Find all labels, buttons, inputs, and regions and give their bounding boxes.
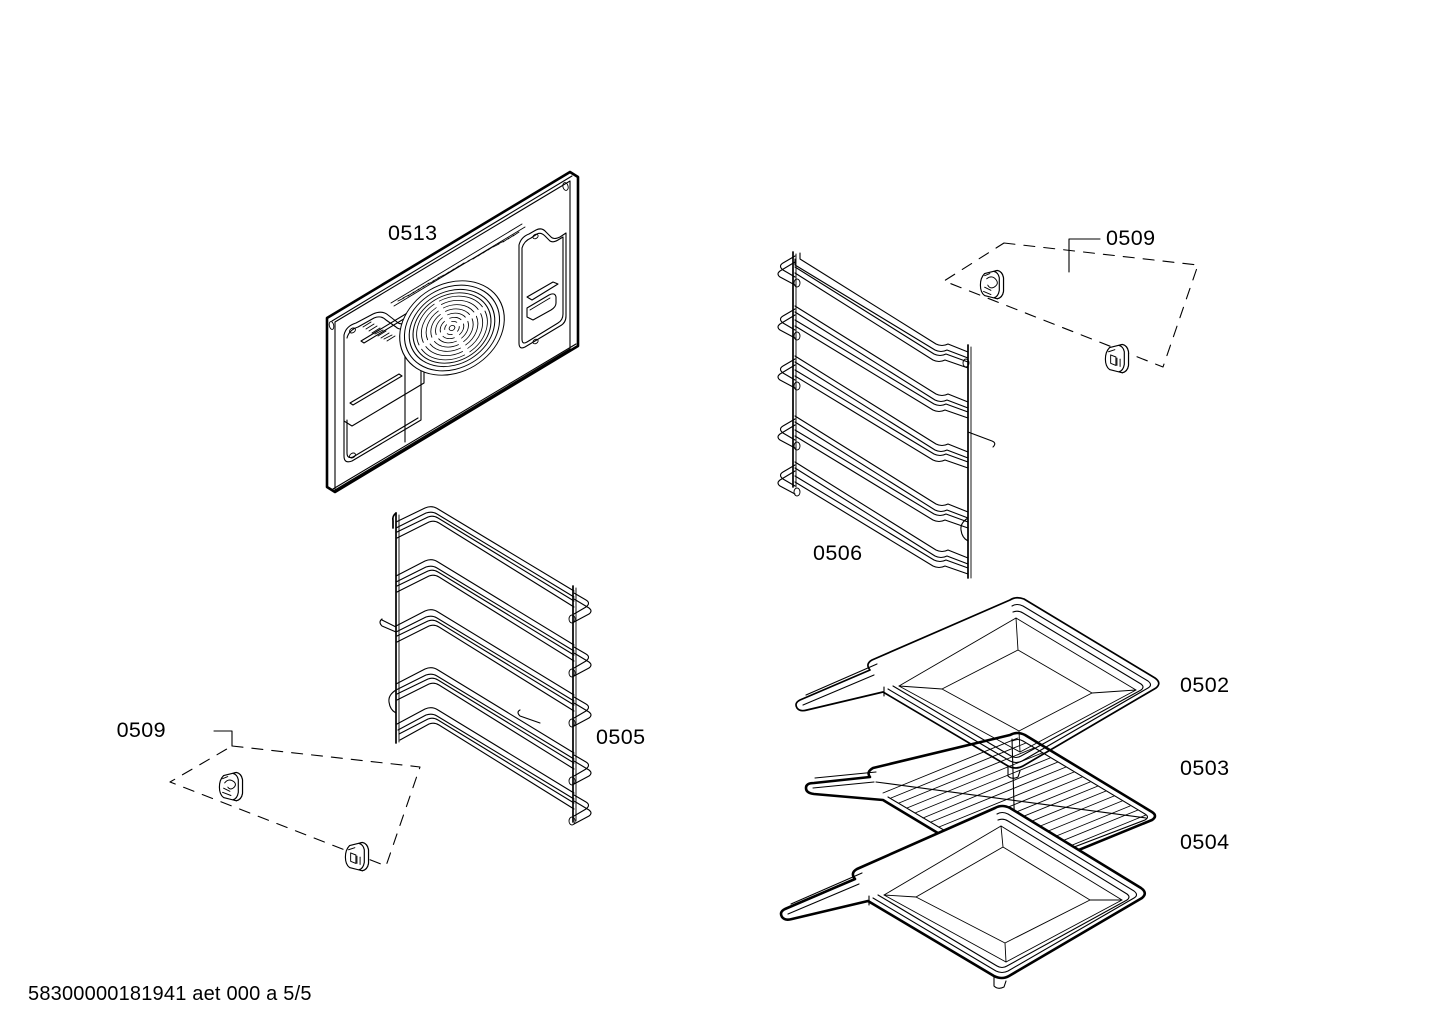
fastener-kit-dashed-box (169, 745, 421, 867)
part-0505-shelf-rail: 0505 (379, 506, 645, 826)
back-panel-face (334, 180, 571, 491)
fastener-grommet-icon (218, 771, 244, 802)
latch-tab-edge (529, 297, 551, 311)
rail2-front-hooks (777, 255, 796, 495)
part-label-0506: 0506 (813, 541, 862, 565)
part-label-0504: 0504 (1180, 830, 1229, 854)
latch-tab-upper (526, 281, 559, 301)
leader-line-0509-right (1068, 238, 1101, 273)
roasting-pan-rim-inner (887, 603, 1152, 764)
part-0506-shelf-rail: 0506 (777, 251, 996, 579)
rail-front-post-lower-bend (388, 689, 397, 714)
roasting-pan-fold-lines (898, 617, 1137, 753)
screw-hole-icon (532, 233, 539, 240)
part-label-0509-right: 0509 (1106, 226, 1155, 250)
rail-rear-hooks (573, 592, 592, 825)
rail-stop-wire-left-edge (381, 619, 397, 628)
roasting-pan-handle-edge (802, 663, 878, 706)
rail-front-post-top-bend (391, 512, 397, 529)
roasting-pan-side-wall (1007, 765, 1021, 779)
part-label-0513: 0513 (388, 221, 437, 245)
louvre-hatch-left (362, 321, 396, 342)
fastener-grommet-icon (344, 841, 370, 872)
back-panel-bottom-edge (332, 343, 577, 490)
fastener-grommet-icon (1104, 343, 1130, 374)
part-0509-left-fastener-kit: 0509 (117, 718, 421, 872)
leader-line-0509-left (213, 730, 233, 747)
back-panel-top-edge (326, 171, 573, 322)
screw-hole-icon (532, 338, 539, 345)
baking-tray-side-wall (993, 975, 1007, 989)
baking-tray-rim-step (877, 818, 1130, 969)
wire-grid-frame (804, 731, 1157, 878)
rail2-rear-nub (962, 358, 970, 368)
part-0504-baking-tray: 0504 (779, 804, 1229, 989)
roasting-pan-rim-step (892, 610, 1144, 759)
screw-hole-icon (349, 452, 356, 459)
back-panel-left-recess-lower-inner (346, 417, 419, 459)
back-panel-right-recess (518, 228, 567, 349)
part-label-0505: 0505 (596, 725, 645, 749)
baking-tray-handle-edge (787, 872, 863, 915)
rail-post-nubs (568, 614, 576, 826)
screw-hole-icon (349, 327, 356, 334)
latch-tab-body (526, 293, 557, 321)
part-label-0509-left: 0509 (117, 718, 166, 742)
part-0513-back-panel: 0513 (325, 170, 580, 494)
fan-grille-icon (399, 280, 505, 376)
rail2-stop-wire (967, 431, 996, 448)
screw-hole-icon (328, 321, 335, 330)
baking-tray-rim-inner (872, 811, 1138, 974)
rail-stop-wire-right (517, 709, 541, 724)
fastener-kit-dashed-box (943, 242, 1199, 368)
wire-grid-handle-edge (812, 771, 877, 789)
rail-level-group (395, 506, 575, 810)
baking-tray-fold-lines (883, 825, 1123, 963)
part-0502-roasting-pan: 0502 (795, 596, 1229, 779)
fastener-grommet-icon (979, 269, 1005, 300)
document-footer-code: 58300000181941 aet 000 a 5/5 (28, 983, 312, 1005)
part-0509-right-fastener-kit: 0509 (943, 226, 1199, 374)
wire-grid-bars (882, 737, 1147, 871)
back-panel-left-recess-lower (343, 381, 422, 463)
rail2-level-group (794, 252, 969, 575)
rail-stop-wire-left (379, 618, 397, 633)
back-panel-right-recess-inner (521, 232, 564, 344)
rail2-rear-post-lower-bend (960, 517, 969, 542)
part-label-0503: 0503 (1180, 756, 1229, 780)
louvre-hatch-top (390, 223, 526, 307)
rail2-post-nubs (793, 278, 801, 497)
screw-hole-icon (562, 182, 569, 191)
vent-slot (349, 373, 403, 406)
part-label-0502: 0502 (1180, 673, 1229, 697)
